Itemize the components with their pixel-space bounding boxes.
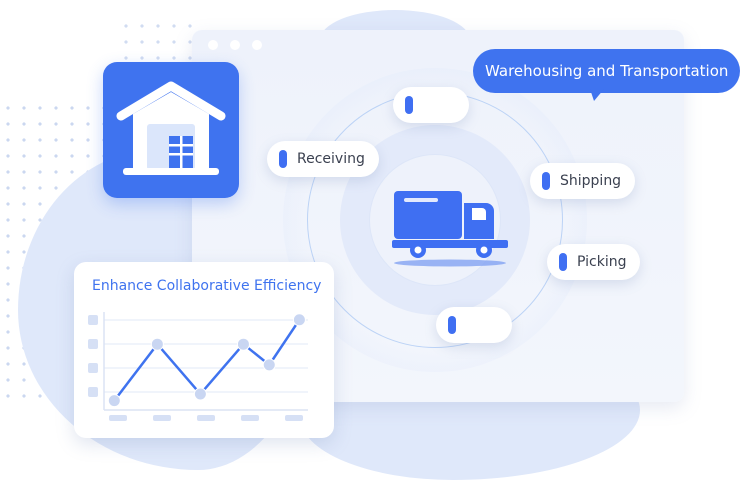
x-tick-label xyxy=(285,415,303,421)
chip-marker xyxy=(279,150,287,168)
window-dot-1 xyxy=(208,40,218,50)
data-point xyxy=(150,337,164,351)
data-point xyxy=(292,313,306,327)
data-point xyxy=(107,394,121,408)
x-tick-label xyxy=(197,415,215,421)
x-tick-label xyxy=(153,415,171,421)
chip-receiving[interactable]: Receiving xyxy=(267,141,379,177)
y-tick-label xyxy=(88,387,98,397)
tooltip-bubble: Warehousing and Transportation xyxy=(473,49,740,93)
tooltip-tail xyxy=(590,89,604,101)
data-point xyxy=(236,337,250,351)
window-dot-3 xyxy=(252,40,262,50)
chip-marker xyxy=(559,253,567,271)
x-tick-label xyxy=(109,415,127,421)
chip-marker xyxy=(405,96,413,114)
warehouse-app-tile[interactable] xyxy=(103,62,239,198)
chip-label: Receiving xyxy=(297,151,365,167)
y-tick-label xyxy=(88,363,98,373)
y-tick-label xyxy=(88,339,98,349)
line-chart xyxy=(88,312,308,421)
chip-marker xyxy=(542,172,550,190)
x-tick-label xyxy=(241,415,259,421)
chip-shipping[interactable]: Shipping xyxy=(530,163,636,199)
chip-label: Shipping xyxy=(560,173,622,189)
chip-picking[interactable]: Picking xyxy=(547,244,641,280)
warehouse-icon xyxy=(116,81,226,175)
chip-bottom[interactable] xyxy=(436,307,512,343)
chip-marker xyxy=(448,316,456,334)
chip-top[interactable] xyxy=(393,87,469,123)
data-point xyxy=(193,387,207,401)
chip-label: Picking xyxy=(577,254,627,270)
y-tick-label xyxy=(88,315,98,325)
series-line xyxy=(113,319,301,402)
efficiency-chart-card: Enhance Collaborative Efficiency xyxy=(74,262,334,438)
card-title: Enhance Collaborative Efficiency xyxy=(92,278,322,294)
data-point xyxy=(262,358,276,372)
truck-icon xyxy=(392,191,508,267)
window-dot-2 xyxy=(230,40,240,50)
